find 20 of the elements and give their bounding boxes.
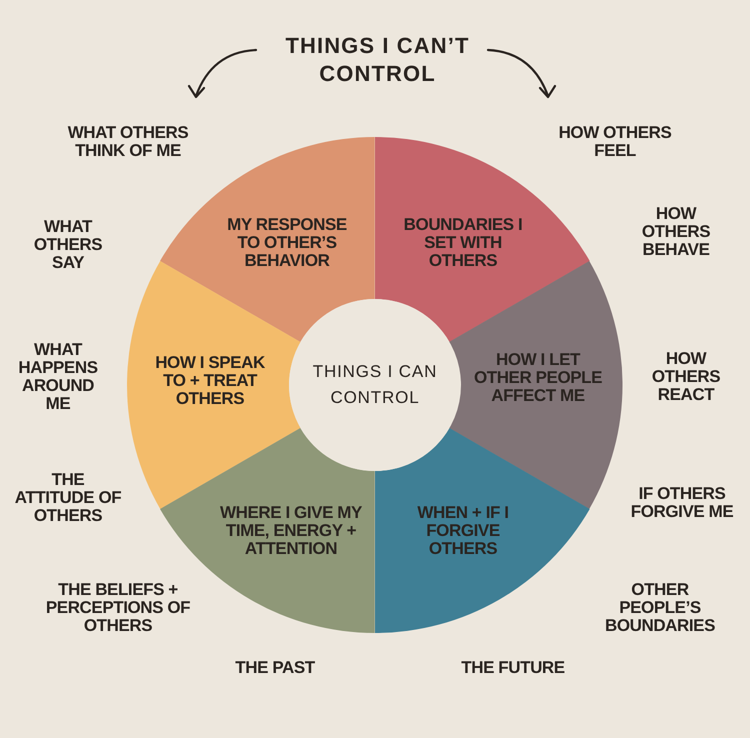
center-text: THINGS I CAN CONTROL (312, 361, 438, 409)
outer-label: THE FUTURE (460, 659, 566, 677)
segment-text: HOW I SPEAK TO + TREAT OTHERS (154, 354, 266, 408)
outer-label: HOW OTHERS REACT (650, 350, 722, 404)
segment-text: WHEN + IF I FORGIVE OTHERS (416, 504, 510, 558)
outer-label: IF OTHERS FORGIVE ME (630, 485, 734, 521)
segment-text: WHERE I GIVE MY TIME, ENERGY + ATTENTION (219, 504, 363, 558)
outer-label: WHAT OTHERS SAY (32, 218, 104, 272)
outer-label: WHAT OTHERS THINK OF ME (66, 124, 190, 160)
segment-text: BOUNDARIES I SET WITH OTHERS (402, 216, 524, 270)
outer-label: HOW OTHERS FEEL (558, 124, 672, 160)
segment-text: MY RESPONSE TO OTHER’S BEHAVIOR (226, 216, 348, 270)
outer-label: THE ATTITUDE OF OTHERS (14, 471, 122, 525)
outer-label: OTHER PEOPLE’S BOUNDARIES (604, 581, 716, 635)
outer-label: HOW OTHERS BEHAVE (640, 205, 712, 259)
segment-text: HOW I LET OTHER PEOPLE AFFECT ME (472, 351, 603, 405)
outer-label: THE PAST (234, 659, 316, 677)
outer-label: THE BELIEFS + PERCEPTIONS OF OTHERS (44, 581, 192, 635)
title: THINGS I CAN’T CONTROL (284, 32, 471, 88)
outer-label: WHAT HAPPENS AROUND ME (17, 341, 99, 413)
